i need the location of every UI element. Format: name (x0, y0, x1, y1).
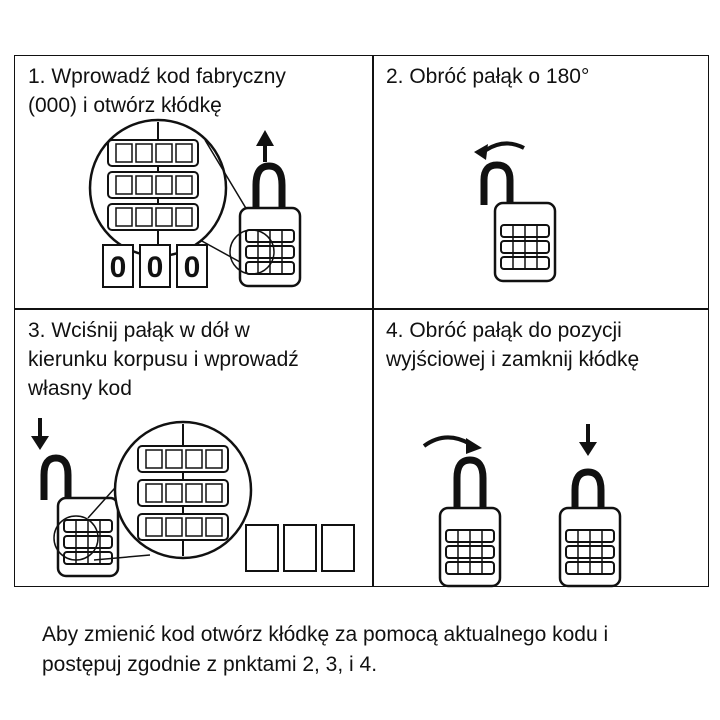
grid-divider-vertical (372, 55, 374, 587)
step-1-shackle (252, 162, 286, 210)
step-1-text: 1. Wprowadź kod fabryczny (000) i otwórz… (28, 62, 286, 120)
step-3-line-1: 3. Wciśnij pałąk w dół w (28, 319, 250, 342)
step-3-text: 3. Wciśnij pałąk w dół w kierunku korpus… (28, 316, 299, 403)
step-4-line-2: wyjściowej i zamknij kłódkę (386, 348, 640, 371)
step-2-padlock (493, 201, 557, 283)
empty-code-boxes (245, 524, 355, 572)
step-4-shackle-b (571, 468, 605, 530)
code-digit-2: 0 (139, 244, 171, 288)
step-3-shackle (40, 454, 72, 500)
code-digit-1: 0 (102, 244, 134, 288)
step-1-illustration (88, 118, 302, 288)
arrow-down-icon (29, 416, 51, 452)
step-1-line-1: 1. Wprowadź kod fabryczny (28, 65, 286, 88)
rotate-left-arrow-icon (484, 141, 525, 152)
step-4-padlock-a (438, 506, 502, 588)
grid-divider-horizontal (14, 308, 709, 310)
step-3-illustration (29, 416, 253, 578)
footer-line-1: Aby zmienić kod otwórz kłódkę za pomocą … (42, 623, 609, 646)
step-1-line-2: (000) i otwórz kłódkę (28, 94, 222, 117)
arrow-down-icon (577, 422, 599, 458)
step-4-line-1: 4. Obróć pałąk do pozycji (386, 319, 622, 342)
step-2-illustration (474, 141, 557, 283)
arrow-up-icon (256, 130, 274, 162)
step-4-illustration (422, 422, 622, 588)
footer-note: Aby zmienić kod otwórz kłódkę za pomocą … (42, 620, 692, 680)
step-2-shackle (480, 161, 514, 205)
step-2-line-1: 2. Obróć pałąk o 180° (386, 65, 590, 88)
step-4-padlock-b (558, 506, 622, 588)
rotate-right-arrow-icon (422, 435, 472, 448)
step-2-text: 2. Obróć pałąk o 180° (386, 62, 589, 91)
step-4-text: 4. Obróć pałąk do pozycji wyjściowej i z… (386, 316, 639, 374)
step-3-padlock (56, 496, 120, 578)
step-3-line-3: własny kod (28, 377, 132, 400)
footer-line-2: postępuj zgodnie z pnktami 2, 3, i 4. (42, 653, 378, 676)
instruction-grid (14, 55, 709, 587)
code-digit-3: 0 (176, 244, 208, 288)
step-3-line-2: kierunku korpusu i wprowadź (28, 348, 299, 371)
step-4-shackle-a (453, 456, 487, 510)
